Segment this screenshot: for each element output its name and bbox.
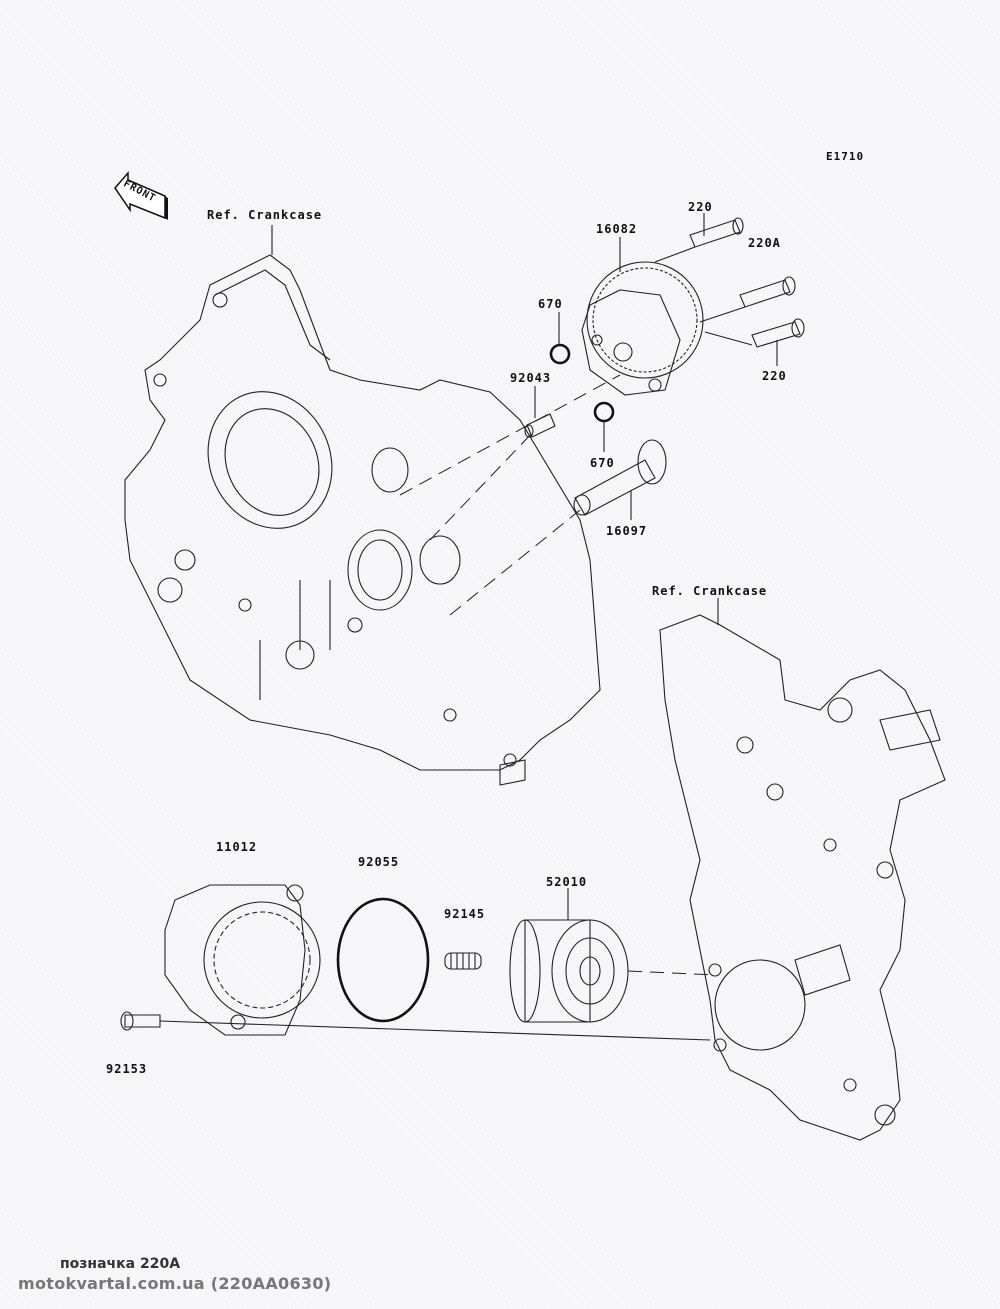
part-label-220a[interactable]: 220A [748,236,781,250]
spring-92145-drawing [444,952,482,970]
diagram-code: E1710 [826,150,865,163]
bolts-220-drawing [689,217,805,348]
o-ring-92055-drawing [336,897,430,1023]
part-label-92145[interactable]: 92145 [444,907,486,921]
part-label-92043[interactable]: 92043 [510,371,552,385]
shaft-16097-drawing [573,439,667,516]
left-crankcase-drawing [124,254,601,786]
part-label-92153[interactable]: 92153 [106,1062,148,1076]
part-label-670-bottom[interactable]: 670 [590,456,615,470]
filter-cover-11012-drawing [164,884,321,1036]
o-ring-670-top-drawing [549,343,571,365]
part-label-16097[interactable]: 16097 [606,524,648,538]
oil-pump-16082-drawing [581,261,704,396]
part-label-670-top[interactable]: 670 [538,297,563,311]
bolt-92153-drawing [120,1011,161,1031]
footer-watermark: motokvartal.com.ua (220AA0630) [18,1274,332,1293]
right-crankcase-drawing [659,614,946,1141]
o-ring-670-bottom-drawing [593,401,615,423]
part-label-92055[interactable]: 92055 [358,855,400,869]
leader-lines [159,213,778,1041]
part-label-11012[interactable]: 11012 [216,840,258,854]
part-label-16082[interactable]: 16082 [596,222,638,236]
ref-crankcase-label-right: Ref. Crankcase [652,584,768,598]
front-arrow-icon [114,170,168,220]
part-label-52010[interactable]: 52010 [546,875,588,889]
ref-crankcase-label-left: Ref. Crankcase [207,208,323,222]
part-label-220-bottom[interactable]: 220 [762,369,787,383]
dowel-92043-drawing [524,413,556,438]
part-label-220-top[interactable]: 220 [688,200,713,214]
oil-filter-52010-drawing [509,919,629,1023]
footer-note: позначка 220A [60,1256,181,1272]
